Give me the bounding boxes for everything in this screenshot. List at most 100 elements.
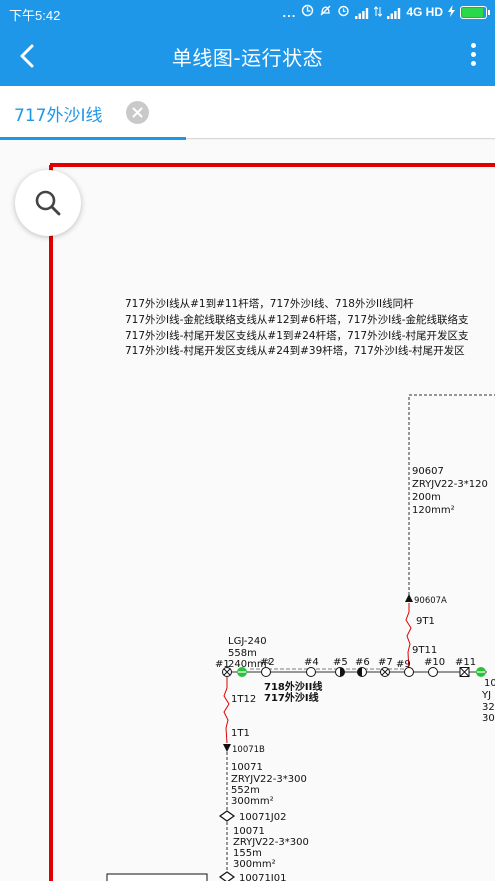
pole-7-icon[interactable] xyxy=(380,667,390,677)
do-not-disturb-icon xyxy=(319,4,332,20)
pole-11-box-icon[interactable] xyxy=(459,667,470,677)
main-spec-conductor: LGJ-240 xyxy=(228,636,267,647)
data-transfer-icon xyxy=(373,5,383,20)
upper-spec-id: 90607 xyxy=(412,466,444,477)
close-icon xyxy=(132,107,143,118)
right-spec-2: YJ xyxy=(481,690,491,701)
pole-9-icon[interactable] xyxy=(404,667,414,677)
lower-spec1-id: 10071 xyxy=(231,762,263,773)
status-icons: ... 4G HD xyxy=(282,4,490,20)
signal-icon-2 xyxy=(387,7,401,19)
lower-spec-2: 10071 ZRYJV22-3*300 155m 300mm² xyxy=(233,826,309,870)
pole-label-7: #7 xyxy=(378,657,393,668)
pole-label-6: #6 xyxy=(355,657,370,668)
upper-branch-red-line xyxy=(405,603,412,672)
right-spec-3: 32 xyxy=(482,702,495,713)
bottom-label-box xyxy=(106,873,208,881)
page-title: 单线图-运行状态 xyxy=(171,46,324,70)
alarm-icon xyxy=(337,4,350,20)
app-bar: 单线图-运行状态 xyxy=(0,26,495,86)
tab-label: 717外沙I线 xyxy=(14,106,103,126)
junction-box-2-label: 10071J01 xyxy=(239,873,287,881)
right-edge-spec: 10 YJ 32 30 xyxy=(481,678,495,724)
main-line-spec: LGJ-240 558m 240mm² xyxy=(228,636,271,670)
lower-spec2-id: 10071 xyxy=(233,826,265,837)
junction-box-1-icon[interactable] xyxy=(218,810,236,822)
diagram-notes: 717外沙I线从#1到#11杆塔，717外沙I线、718外沙II线同杆 717外… xyxy=(125,297,469,357)
pole-2-icon[interactable] xyxy=(261,667,271,677)
back-button[interactable] xyxy=(10,38,46,74)
line-names: 718外沙II线 717外沙I线 xyxy=(264,680,322,704)
pole-label-9: #9 xyxy=(396,659,411,670)
line-name-718: 718外沙II线 xyxy=(264,680,322,693)
tab-strip: 717外沙I线 xyxy=(0,86,495,140)
lower-spec1-area: 300mm² xyxy=(231,796,274,807)
lower-spec2-length: 155m xyxy=(233,848,262,859)
signal-icon xyxy=(355,7,369,19)
junction-box-2-icon[interactable] xyxy=(218,871,236,881)
pole-labels: #1 #2 #4 #5 #6 #7 #9 #10 #11 xyxy=(215,657,476,670)
note-line-3: 717外沙I线-村尾开发区支线从#1到#24杆塔，717外沙I线-村尾开发区支 xyxy=(125,329,469,342)
pole-10-icon[interactable] xyxy=(428,667,438,677)
junction-box-1-label: 10071J02 xyxy=(239,812,287,823)
main-spec-area: 240mm² xyxy=(228,659,271,670)
more-vert-icon xyxy=(470,43,476,48)
upper-spec-cable: ZRYJV22-3*120 xyxy=(412,479,488,490)
sync-icon xyxy=(301,4,314,20)
lower-branch-red-line xyxy=(223,677,230,744)
right-spec-1: 10 xyxy=(484,678,495,689)
search-icon xyxy=(35,190,61,216)
charging-icon xyxy=(448,4,455,20)
status-bar: 下午5:42 ... 4G HD xyxy=(0,0,495,26)
upper-branch-spec: 90607 ZRYJV22-3*120 200m 120mm² xyxy=(412,466,488,516)
upper-terminal-icon xyxy=(405,594,413,602)
lower-spec2-area: 300mm² xyxy=(233,859,276,870)
top-bar: 下午5:42 ... 4G HD xyxy=(0,0,495,86)
lower-node-label: 10071B xyxy=(232,745,265,755)
upper-label-9t1: 9T1 xyxy=(416,616,435,627)
pole-symbols xyxy=(222,667,486,677)
lower-spec2-cable: ZRYJV22-3*300 xyxy=(233,837,309,848)
pole-1-switch-icon[interactable] xyxy=(222,667,232,677)
upper-label-9t11: 9T11 xyxy=(412,645,437,656)
lower-spec1-cable: ZRYJV22-3*300 xyxy=(231,774,307,785)
green-switch-icon[interactable] xyxy=(237,667,247,677)
tab-close-button[interactable] xyxy=(126,101,149,124)
note-line-2: 717外沙I线-金舵线联络支线从#12到#6杆塔，717外沙I线-金舵线联络支 xyxy=(125,313,469,326)
lower-label-1t1: 1T1 xyxy=(231,728,250,739)
more-menu-button[interactable] xyxy=(465,40,481,72)
lower-label-1t12: 1T12 xyxy=(231,694,256,705)
lower-terminal-icon xyxy=(223,744,231,752)
network-type: 4G HD xyxy=(406,5,443,19)
search-button[interactable] xyxy=(15,170,81,236)
upper-spec-length: 200m xyxy=(412,492,441,503)
battery-icon xyxy=(460,5,490,19)
pole-label-5: #5 xyxy=(333,657,348,668)
lower-spec-1: 10071 ZRYJV22-3*300 552m 300mm² xyxy=(231,762,307,807)
tab-717-line[interactable]: 717外沙I线 xyxy=(0,86,186,140)
back-arrow-icon xyxy=(20,44,34,68)
line-name-717: 717外沙I线 xyxy=(264,691,319,704)
pole-6-icon[interactable] xyxy=(357,667,367,677)
pole-4-icon[interactable] xyxy=(306,667,316,677)
pole-label-1: #1 xyxy=(215,659,230,670)
single-line-diagram-canvas[interactable]: 717外沙I线从#1到#11杆塔，717外沙I线、718外沙II线同杆 717外… xyxy=(0,140,495,881)
note-line-1: 717外沙I线从#1到#11杆塔，717外沙I线、718外沙II线同杆 xyxy=(125,297,414,310)
status-time: 下午5:42 xyxy=(9,8,61,23)
pole-label-2: #2 xyxy=(260,657,275,668)
pole-5-icon[interactable] xyxy=(335,667,345,677)
upper-node-label: 90607A xyxy=(414,596,447,606)
green-switch-right-icon[interactable] xyxy=(476,667,486,677)
main-spec-length: 558m xyxy=(228,648,257,659)
upper-branch-cable xyxy=(408,394,495,595)
pole-label-11: #11 xyxy=(455,657,476,668)
note-line-4: 717外沙I线-村尾开发区支线从#24到#39杆塔，717外沙I线-村尾开发区 xyxy=(125,344,465,357)
right-spec-4: 30 xyxy=(482,713,495,724)
lower-spec1-length: 552m xyxy=(231,785,260,796)
active-tab-indicator xyxy=(0,137,186,140)
upper-spec-area: 120mm² xyxy=(412,505,455,516)
diagram-svg[interactable]: 717外沙I线从#1到#11杆塔，717外沙I线、718外沙II线同杆 717外… xyxy=(0,140,495,881)
pole-label-4: #4 xyxy=(304,657,319,668)
pole-label-10: #10 xyxy=(424,657,445,668)
more-dots-icon: ... xyxy=(282,4,297,20)
